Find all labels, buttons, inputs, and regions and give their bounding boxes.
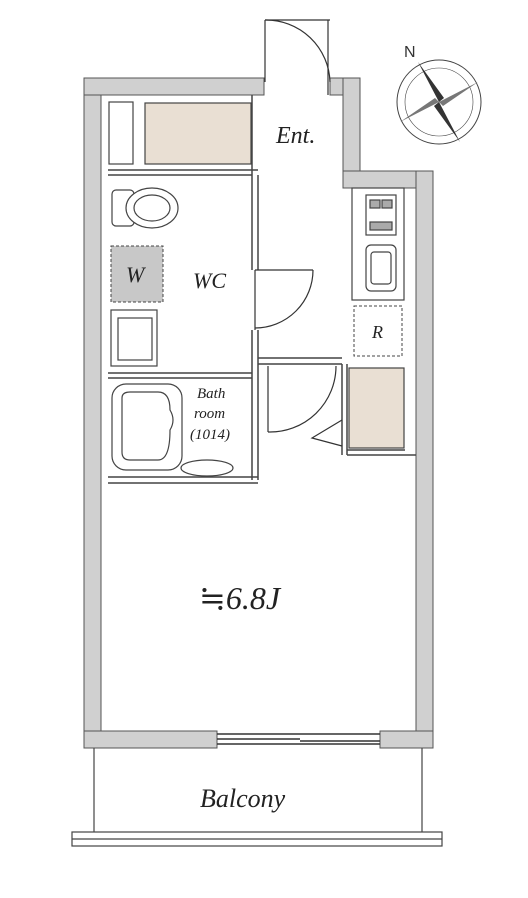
toilet <box>111 187 179 229</box>
washer-space <box>110 245 164 303</box>
compass-north-label: N <box>404 44 416 61</box>
wc-door[interactable] <box>254 269 314 330</box>
bath-label-3: (1014) <box>190 427 230 443</box>
closet-storage <box>348 367 405 449</box>
bathtub <box>111 383 234 477</box>
small-closet <box>108 101 134 165</box>
storage-door[interactable] <box>310 419 343 447</box>
balcony <box>71 748 443 847</box>
main-room-door[interactable] <box>267 365 337 433</box>
fridge-space <box>353 305 403 357</box>
balcony-label: Balcony <box>200 784 286 813</box>
outer-walls <box>83 77 434 749</box>
compass-icon <box>396 59 482 145</box>
washer-label: W <box>126 262 145 287</box>
entrance-door[interactable] <box>264 19 331 95</box>
wc-label: WC <box>193 268 226 293</box>
wash-basin <box>110 309 158 367</box>
interior-walls <box>108 95 416 484</box>
bath-label-2: room <box>194 406 226 422</box>
balcony-window <box>217 733 380 745</box>
entrance-label: Ent. <box>276 123 316 149</box>
bath-label-1: Bath <box>197 386 226 402</box>
main-room-label: ≒6.8J <box>199 580 281 616</box>
kitchen-counter <box>351 187 405 301</box>
fridge-label: R <box>372 322 383 342</box>
shoe-storage <box>144 102 252 165</box>
